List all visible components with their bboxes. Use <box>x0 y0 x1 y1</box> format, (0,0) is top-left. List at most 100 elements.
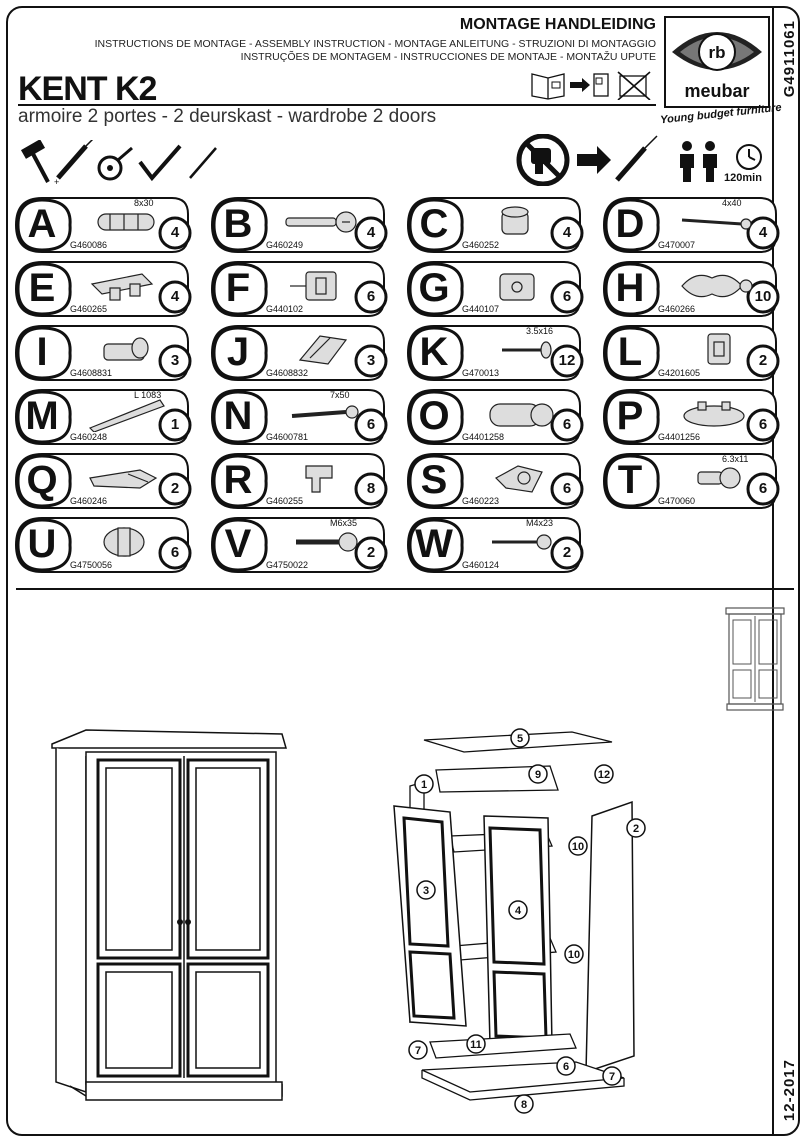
brand-logo: rb meubar <box>664 16 770 108</box>
callout-number: 2 <box>633 823 639 835</box>
part-callout: 1 <box>414 774 434 794</box>
header-rule <box>18 104 656 106</box>
part-badge-shape <box>14 517 192 573</box>
part-letter: Q <box>26 458 58 502</box>
part-code: G470013 <box>462 368 500 378</box>
part-quantity: 4 <box>366 224 376 241</box>
part-quantity: 12 <box>558 352 576 369</box>
part-code: G460248 <box>70 432 108 442</box>
part-quantity: 10 <box>754 288 772 305</box>
part-code: G4750022 <box>266 560 309 570</box>
part-letter: N <box>223 394 253 438</box>
callout-number: 8 <box>521 1099 527 1111</box>
callout-number: 3 <box>423 885 429 897</box>
callout-number: 7 <box>415 1045 421 1057</box>
part-callout: 10 <box>568 836 588 856</box>
part-quantity: 3 <box>170 352 180 369</box>
callout-number: 5 <box>517 733 523 745</box>
part-code: G4201605 <box>658 368 701 378</box>
part-dimension: 4x40 <box>722 198 742 208</box>
part-badge-shape <box>210 389 388 445</box>
language-list: INSTRUCTIONS DE MONTAGE - ASSEMBLY INSTR… <box>95 38 656 64</box>
screwdriver-icon: + <box>54 140 94 186</box>
part-code: G4401258 <box>462 432 505 442</box>
door-catch-icon <box>707 333 731 365</box>
callout-number: 4 <box>515 905 522 917</box>
part-letter: U <box>27 522 57 566</box>
part-code: G4401256 <box>658 432 701 442</box>
part-badge-shape <box>210 453 388 509</box>
part-quantity: 6 <box>758 480 768 497</box>
part-callout: 7 <box>602 1066 622 1086</box>
shelf-connector-icon <box>90 273 154 301</box>
part-letter: W <box>415 522 453 566</box>
callout-number: 11 <box>470 1039 482 1051</box>
part-callout: 12 <box>594 764 614 784</box>
side-strip <box>772 6 802 1136</box>
part-letter: A <box>27 202 57 246</box>
part-code: G460266 <box>658 304 696 314</box>
clock-icon <box>736 144 762 170</box>
part-quantity: 4 <box>562 224 572 241</box>
callout-number: 6 <box>563 1061 569 1073</box>
part-letter: T <box>617 458 643 502</box>
expansion-plug-icon <box>681 274 753 298</box>
part-badge-shape <box>602 197 780 253</box>
part-letter: H <box>615 266 645 310</box>
part-code: G440102 <box>266 304 304 314</box>
part-badge-shape <box>210 261 388 317</box>
part-quantity: 3 <box>366 352 376 369</box>
part-badge-shape <box>14 453 192 509</box>
part-badge-shape <box>406 197 584 253</box>
part-callout: 2 <box>626 818 646 838</box>
callout-number: 12 <box>598 769 610 781</box>
callout-number: 1 <box>421 779 427 791</box>
cam-housing-icon <box>103 527 145 557</box>
part-code: G470007 <box>658 240 696 250</box>
required-tools: + <box>20 140 217 186</box>
hinge-plate-icon <box>499 273 535 301</box>
part-quantity: 1 <box>170 416 180 433</box>
callout-number: 10 <box>572 841 584 853</box>
part-dimension: M4x23 <box>526 518 554 528</box>
pencil-icon <box>189 147 217 179</box>
part-callout: 11 <box>466 1034 486 1054</box>
manual-title: MONTAGE HANDLEIDING <box>459 16 656 33</box>
part-code: G4600781 <box>266 432 309 442</box>
machine-screw-icon <box>296 532 358 552</box>
brand-monogram: rb <box>709 43 726 62</box>
shelf-pin-icon <box>305 465 333 493</box>
connector-bolt-icon <box>285 211 357 233</box>
part-dimension: 8x30 <box>134 198 154 208</box>
part-code: G470060 <box>658 496 696 506</box>
part-letter: D <box>615 202 645 246</box>
flange-screw-icon <box>697 467 741 489</box>
part-callout: 7 <box>408 1040 428 1060</box>
part-quantity: 2 <box>366 544 376 561</box>
part-letter: C <box>419 202 449 246</box>
language-line-2: INSTRUÇÕES DE MONTAGEM - INSTRUCCIONES D… <box>240 51 656 63</box>
part-letter: K <box>419 330 449 374</box>
part-code: G4750056 <box>70 560 113 570</box>
wood-screw-icon <box>681 218 752 230</box>
small-machine-screw-icon <box>492 534 552 550</box>
rail-support-icon <box>298 335 348 365</box>
dowel-icon <box>97 213 155 231</box>
part-code: G460255 <box>266 496 304 506</box>
part-letter: R <box>223 458 253 502</box>
part-code: G4608832 <box>266 368 309 378</box>
part-badge-shape <box>210 517 388 573</box>
